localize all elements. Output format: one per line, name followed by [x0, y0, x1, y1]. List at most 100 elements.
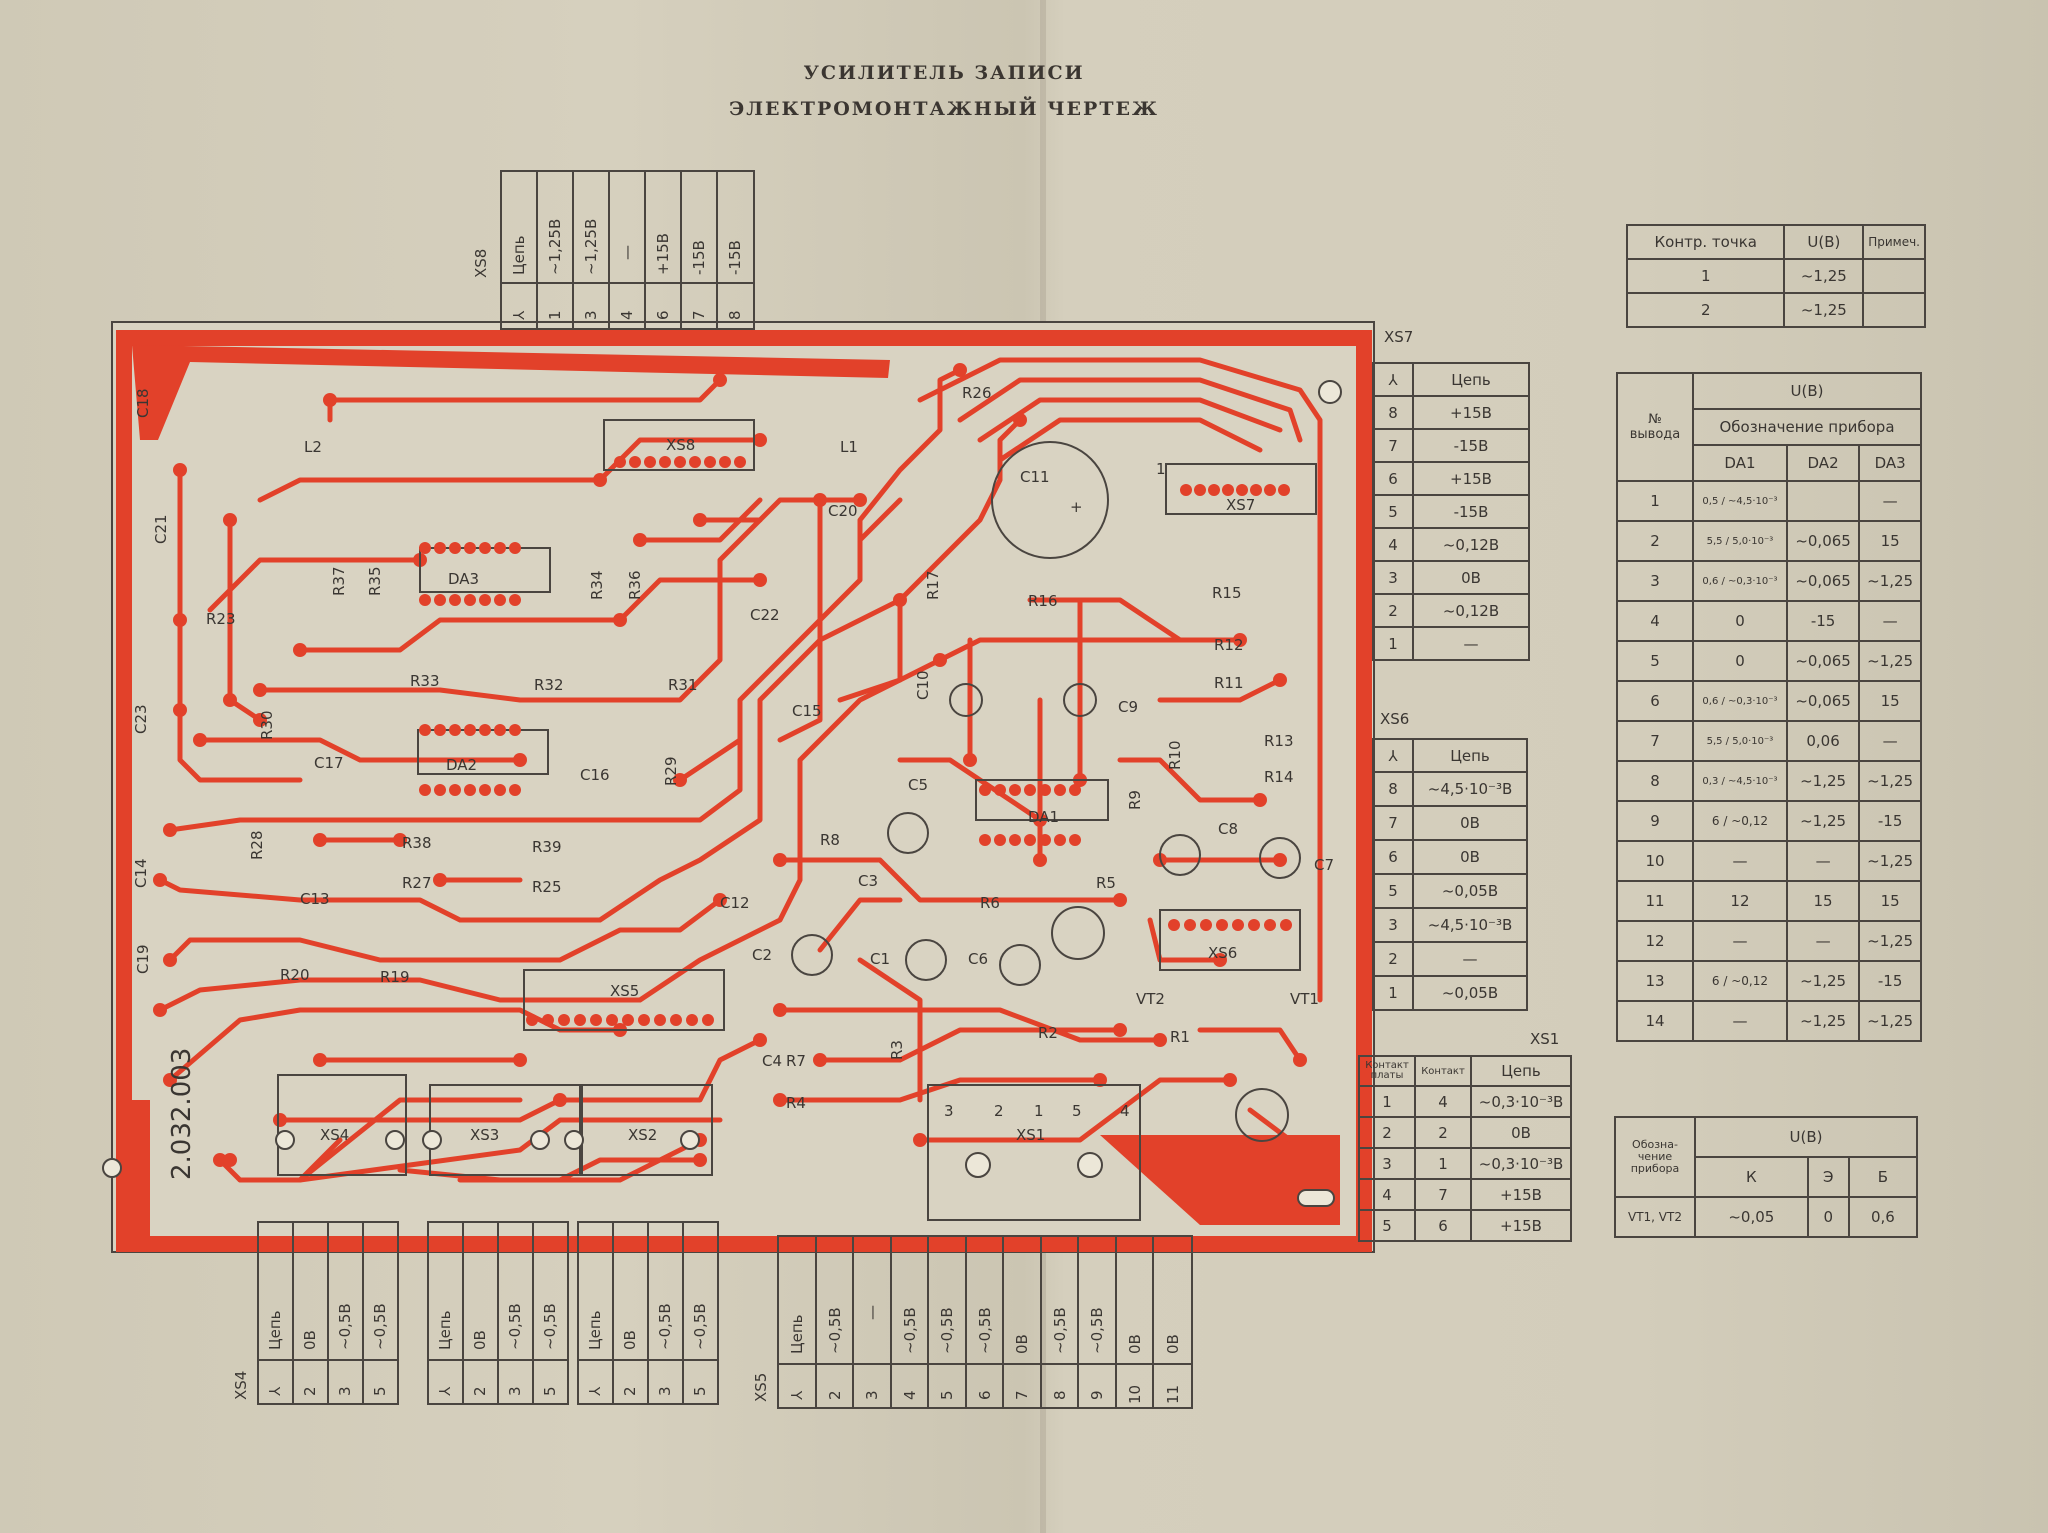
svg-text:C10: C10 — [914, 670, 932, 700]
svg-text:3: 3 — [863, 1390, 881, 1400]
svg-text:R30: R30 — [258, 710, 276, 740]
svg-text:R5: R5 — [1096, 874, 1116, 892]
svg-text:C3: C3 — [858, 872, 878, 890]
svg-text:9: 9 — [1088, 1390, 1106, 1400]
svg-text:Цепь: Цепь — [586, 1310, 604, 1350]
svg-text:~0,5В: ~0,5В — [1051, 1307, 1069, 1354]
svg-text:~0,5В: ~0,5В — [656, 1303, 674, 1350]
svg-text:0В: 0В — [1013, 1334, 1031, 1354]
svg-text:+: + — [1070, 498, 1083, 516]
svg-text:XS4: XS4 — [232, 1371, 250, 1400]
svg-text:C2: C2 — [752, 946, 772, 964]
svg-text:R16: R16 — [1028, 592, 1058, 610]
svg-text:8: 8 — [1051, 1390, 1069, 1400]
svg-text:Цепь: Цепь — [266, 1310, 284, 1350]
svg-text:4: 4 — [1120, 1102, 1130, 1120]
svg-text:C23: C23 — [132, 704, 150, 734]
svg-text:C5: C5 — [908, 776, 928, 794]
svg-text:~0,5В: ~0,5В — [506, 1303, 524, 1350]
svg-text:C11: C11 — [1020, 468, 1050, 486]
svg-text:R37: R37 — [330, 566, 348, 596]
svg-text:XS1: XS1 — [1016, 1126, 1045, 1144]
svg-text:C6: C6 — [968, 950, 988, 968]
svg-text:DA2: DA2 — [446, 756, 477, 774]
svg-text:~0,5В: ~0,5В — [901, 1307, 919, 1354]
svg-text:2: 2 — [826, 1390, 844, 1400]
xs8-table: XS8 Цепь ⅄ ~1,25В 1 ~1,25В 3 — 4 +15В 6 … — [472, 170, 755, 330]
svg-text:C17: C17 — [314, 754, 344, 772]
svg-text:XS4: XS4 — [320, 1126, 349, 1144]
svg-text:~0,5В: ~0,5В — [691, 1303, 709, 1350]
svg-text:R34: R34 — [588, 570, 606, 600]
svg-text:XS6: XS6 — [1208, 944, 1237, 962]
svg-text:~0,5В: ~0,5В — [938, 1307, 956, 1354]
svg-text:R1: R1 — [1170, 1028, 1190, 1046]
svg-text:2: 2 — [994, 1102, 1004, 1120]
xs6-label: XS6 — [1380, 710, 1410, 728]
svg-text:R8: R8 — [820, 831, 840, 849]
svg-text:R20: R20 — [280, 966, 310, 984]
svg-text:2.032.003: 2.032.003 — [167, 1048, 197, 1180]
svg-text:2: 2 — [621, 1386, 639, 1396]
svg-text:R7: R7 — [786, 1052, 806, 1070]
svg-text:C15: C15 — [792, 702, 822, 720]
svg-text:~0,5В: ~0,5В — [541, 1303, 559, 1350]
svg-text:~0,5В: ~0,5В — [1088, 1307, 1106, 1354]
svg-text:C19: C19 — [134, 944, 152, 974]
svg-text:XS5: XS5 — [752, 1373, 770, 1402]
svg-text:C18: C18 — [134, 388, 152, 418]
drawing-subtitle: ЭЛЕКТРОМОНТАЖНЫЙ ЧЕРТЕЖ — [729, 98, 1159, 120]
svg-text:C21: C21 — [152, 514, 170, 544]
svg-text:R2: R2 — [1038, 1024, 1058, 1042]
svg-text:C16: C16 — [580, 766, 610, 784]
svg-text:5: 5 — [1072, 1102, 1082, 1120]
svg-text:3: 3 — [506, 1386, 524, 1396]
svg-text:C22: C22 — [750, 606, 780, 624]
svg-text:R33: R33 — [410, 672, 440, 690]
svg-text:R32: R32 — [534, 676, 564, 694]
svg-text:XS5: XS5 — [610, 982, 639, 1000]
svg-text:R13: R13 — [1264, 732, 1294, 750]
svg-text:C20: C20 — [828, 502, 858, 520]
svg-text:C7: C7 — [1314, 856, 1334, 874]
svg-text:C4: C4 — [762, 1052, 782, 1070]
svg-text:XS3: XS3 — [470, 1126, 499, 1144]
svg-text:Цепь: Цепь — [436, 1310, 454, 1350]
svg-text:XS2: XS2 — [628, 1126, 657, 1144]
svg-text:5: 5 — [541, 1386, 559, 1396]
svg-text:1: 1 — [1034, 1102, 1044, 1120]
svg-text:5: 5 — [371, 1386, 389, 1396]
svg-text:DA3: DA3 — [448, 570, 479, 588]
svg-text:2: 2 — [471, 1386, 489, 1396]
svg-text:~0,5В: ~0,5В — [371, 1303, 389, 1350]
svg-text:~0,5В: ~0,5В — [976, 1307, 994, 1354]
svg-text:0В: 0В — [301, 1330, 319, 1350]
svg-text:3: 3 — [336, 1386, 354, 1396]
svg-text:DA1: DA1 — [1028, 808, 1059, 826]
svg-text:2: 2 — [301, 1386, 319, 1396]
svg-text:⅄: ⅄ — [436, 1386, 454, 1397]
xs1-label: XS1 — [1530, 1030, 1560, 1048]
svg-text:⅄: ⅄ — [788, 1390, 806, 1401]
svg-text:R26: R26 — [962, 384, 992, 402]
svg-text:10: 10 — [1126, 1385, 1144, 1404]
svg-text:XS8: XS8 — [666, 436, 695, 454]
svg-text:4: 4 — [901, 1390, 919, 1400]
svg-text:5: 5 — [691, 1386, 709, 1396]
svg-text:C8: C8 — [1218, 820, 1238, 838]
svg-text:⅄: ⅄ — [266, 1386, 284, 1397]
drawing-title: УСИЛИТЕЛЬ ЗАПИСИ — [803, 62, 1085, 84]
svg-text:R11: R11 — [1214, 674, 1244, 692]
svg-text:R29: R29 — [662, 756, 680, 786]
svg-text:0В: 0В — [1126, 1334, 1144, 1354]
svg-text:Цепь: Цепь — [788, 1314, 806, 1354]
svg-text:R14: R14 — [1264, 768, 1294, 786]
svg-text:~0,5В: ~0,5В — [826, 1307, 844, 1354]
svg-text:0В: 0В — [1164, 1334, 1182, 1354]
